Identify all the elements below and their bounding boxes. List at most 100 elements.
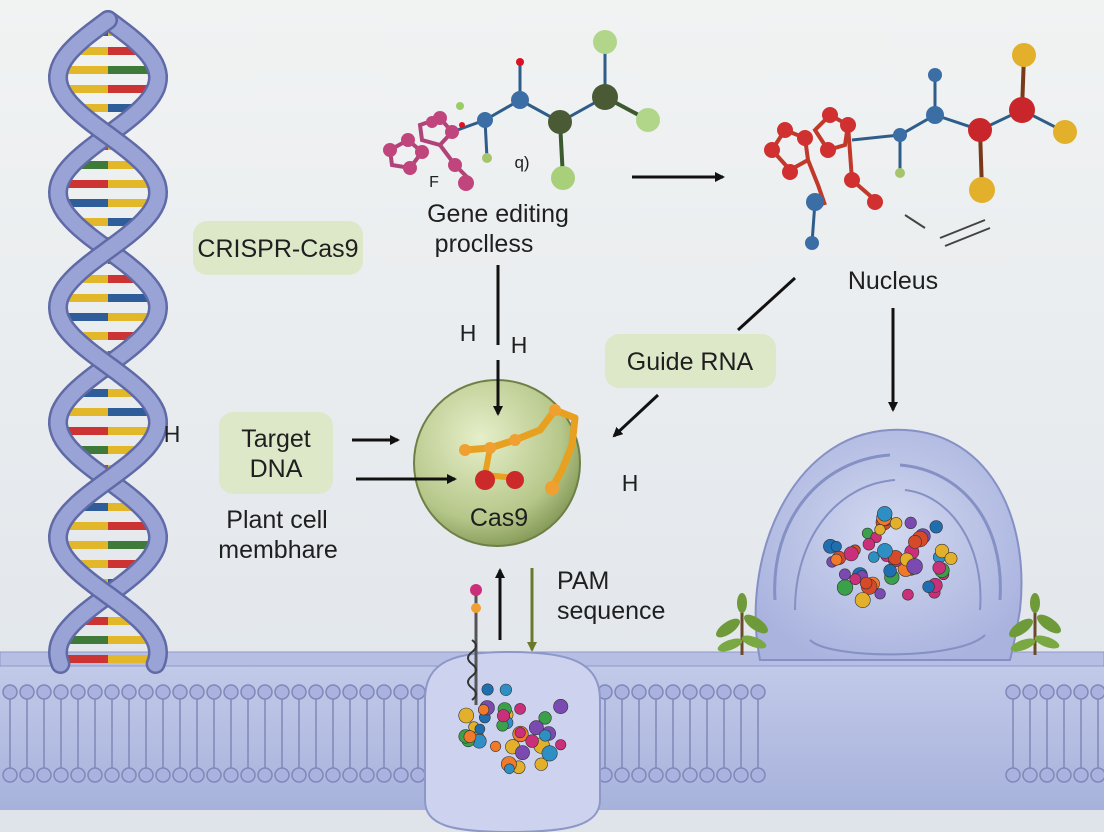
lipid-heads-top (2, 684, 1104, 768)
molecule-dot (463, 730, 477, 743)
crispr-label-box (193, 221, 363, 275)
lipid-head (699, 684, 715, 700)
lipid-head (291, 684, 307, 700)
line-nucleus-to-guide-rna (736, 276, 797, 332)
lipid-head (325, 767, 341, 783)
lipid-head (1022, 767, 1038, 783)
lipid-head (240, 684, 256, 700)
lipid-head (1056, 684, 1072, 700)
lipid-head (291, 767, 307, 783)
lipid-head (53, 767, 69, 783)
molecule-dot (932, 561, 946, 575)
molecule-dot (922, 580, 935, 593)
lipid-head (308, 684, 324, 700)
lipid-head (70, 767, 86, 783)
molecule-dot (849, 573, 862, 586)
lipid-head (172, 767, 188, 783)
lipid-head (223, 767, 239, 783)
lipid-head (308, 767, 324, 783)
molecule-q-label: q) (514, 153, 529, 172)
lipid-head (665, 684, 681, 700)
molecule-dot (944, 552, 958, 565)
lipid-head (614, 684, 630, 700)
lipid-head (733, 767, 749, 783)
lipid-head (206, 684, 222, 700)
lipid-head (206, 767, 222, 783)
lipid-head (19, 767, 35, 783)
molecule-dot (874, 588, 886, 600)
lipid-head (138, 684, 154, 700)
lipid-head (665, 767, 681, 783)
lipid-head (104, 767, 120, 783)
lipid-head (172, 684, 188, 700)
lipid-head (189, 684, 205, 700)
lipid-head (648, 684, 664, 700)
molecule-dot (541, 745, 558, 762)
lipid-head (1005, 767, 1021, 783)
arrows (352, 172, 898, 652)
crispr-label: CRISPR-Cas9 (197, 235, 358, 263)
molecule-dot (514, 703, 526, 715)
molecule-dot (555, 739, 567, 751)
lipid-head (699, 767, 715, 783)
guide-rna-label: Guide RNA (627, 348, 754, 376)
lipid-head (1073, 767, 1089, 783)
lipid-head (1090, 767, 1104, 783)
molecule-dot (859, 576, 873, 590)
lipid-head (359, 767, 375, 783)
lipid-head (223, 684, 239, 700)
lipid-head (121, 684, 137, 700)
lipid-head (733, 684, 749, 700)
molecule-dot (515, 745, 530, 760)
lipid-head (376, 767, 392, 783)
molecule-dot (862, 537, 876, 551)
h-label-4: H (622, 470, 639, 496)
lipid-head (342, 767, 358, 783)
molecule-dot (889, 517, 903, 530)
dna-strand-1 (50, 12, 166, 672)
lipid-head (1039, 684, 1055, 700)
molecule-dot (553, 698, 569, 714)
molecule-dot (839, 568, 851, 581)
molecule-dot (830, 540, 842, 552)
molecule-dot (534, 757, 548, 771)
lipid-head (121, 767, 137, 783)
lipid-head (631, 767, 647, 783)
lipid-head (614, 767, 630, 783)
lipid-head (155, 767, 171, 783)
molecule-dot (490, 740, 502, 752)
cas9-protein (413, 379, 581, 547)
molecule-dot (539, 729, 552, 742)
molecule-dot (883, 563, 897, 578)
h-label-2: H (511, 332, 528, 358)
molecule-dot (868, 551, 880, 563)
molecule-gene-editing (383, 30, 660, 191)
molecule-dot (854, 592, 871, 608)
h-label-3: H (164, 421, 181, 447)
molecule-dot (830, 553, 843, 566)
molecule-dot (474, 723, 486, 735)
lipid-head (1039, 767, 1055, 783)
molecule-dot (906, 558, 923, 575)
molecule-dot (876, 506, 893, 522)
lipid-head (631, 684, 647, 700)
molecule-dot (499, 683, 513, 696)
lipid-head (716, 684, 732, 700)
guide-rna-label-box (605, 334, 776, 388)
lipid-head (648, 767, 664, 783)
lipid-head (274, 684, 290, 700)
h-label-1: H (460, 320, 477, 346)
lipid-head (87, 767, 103, 783)
lipid-head (240, 767, 256, 783)
lipid-head (325, 684, 341, 700)
molecule-dot (877, 543, 893, 559)
lipid-head (1022, 684, 1038, 700)
lipid-head (19, 684, 35, 700)
lipid-head (36, 684, 52, 700)
plant-sprout-right (1009, 593, 1061, 655)
molecule-dot (902, 588, 914, 601)
lipid-head (750, 684, 766, 700)
